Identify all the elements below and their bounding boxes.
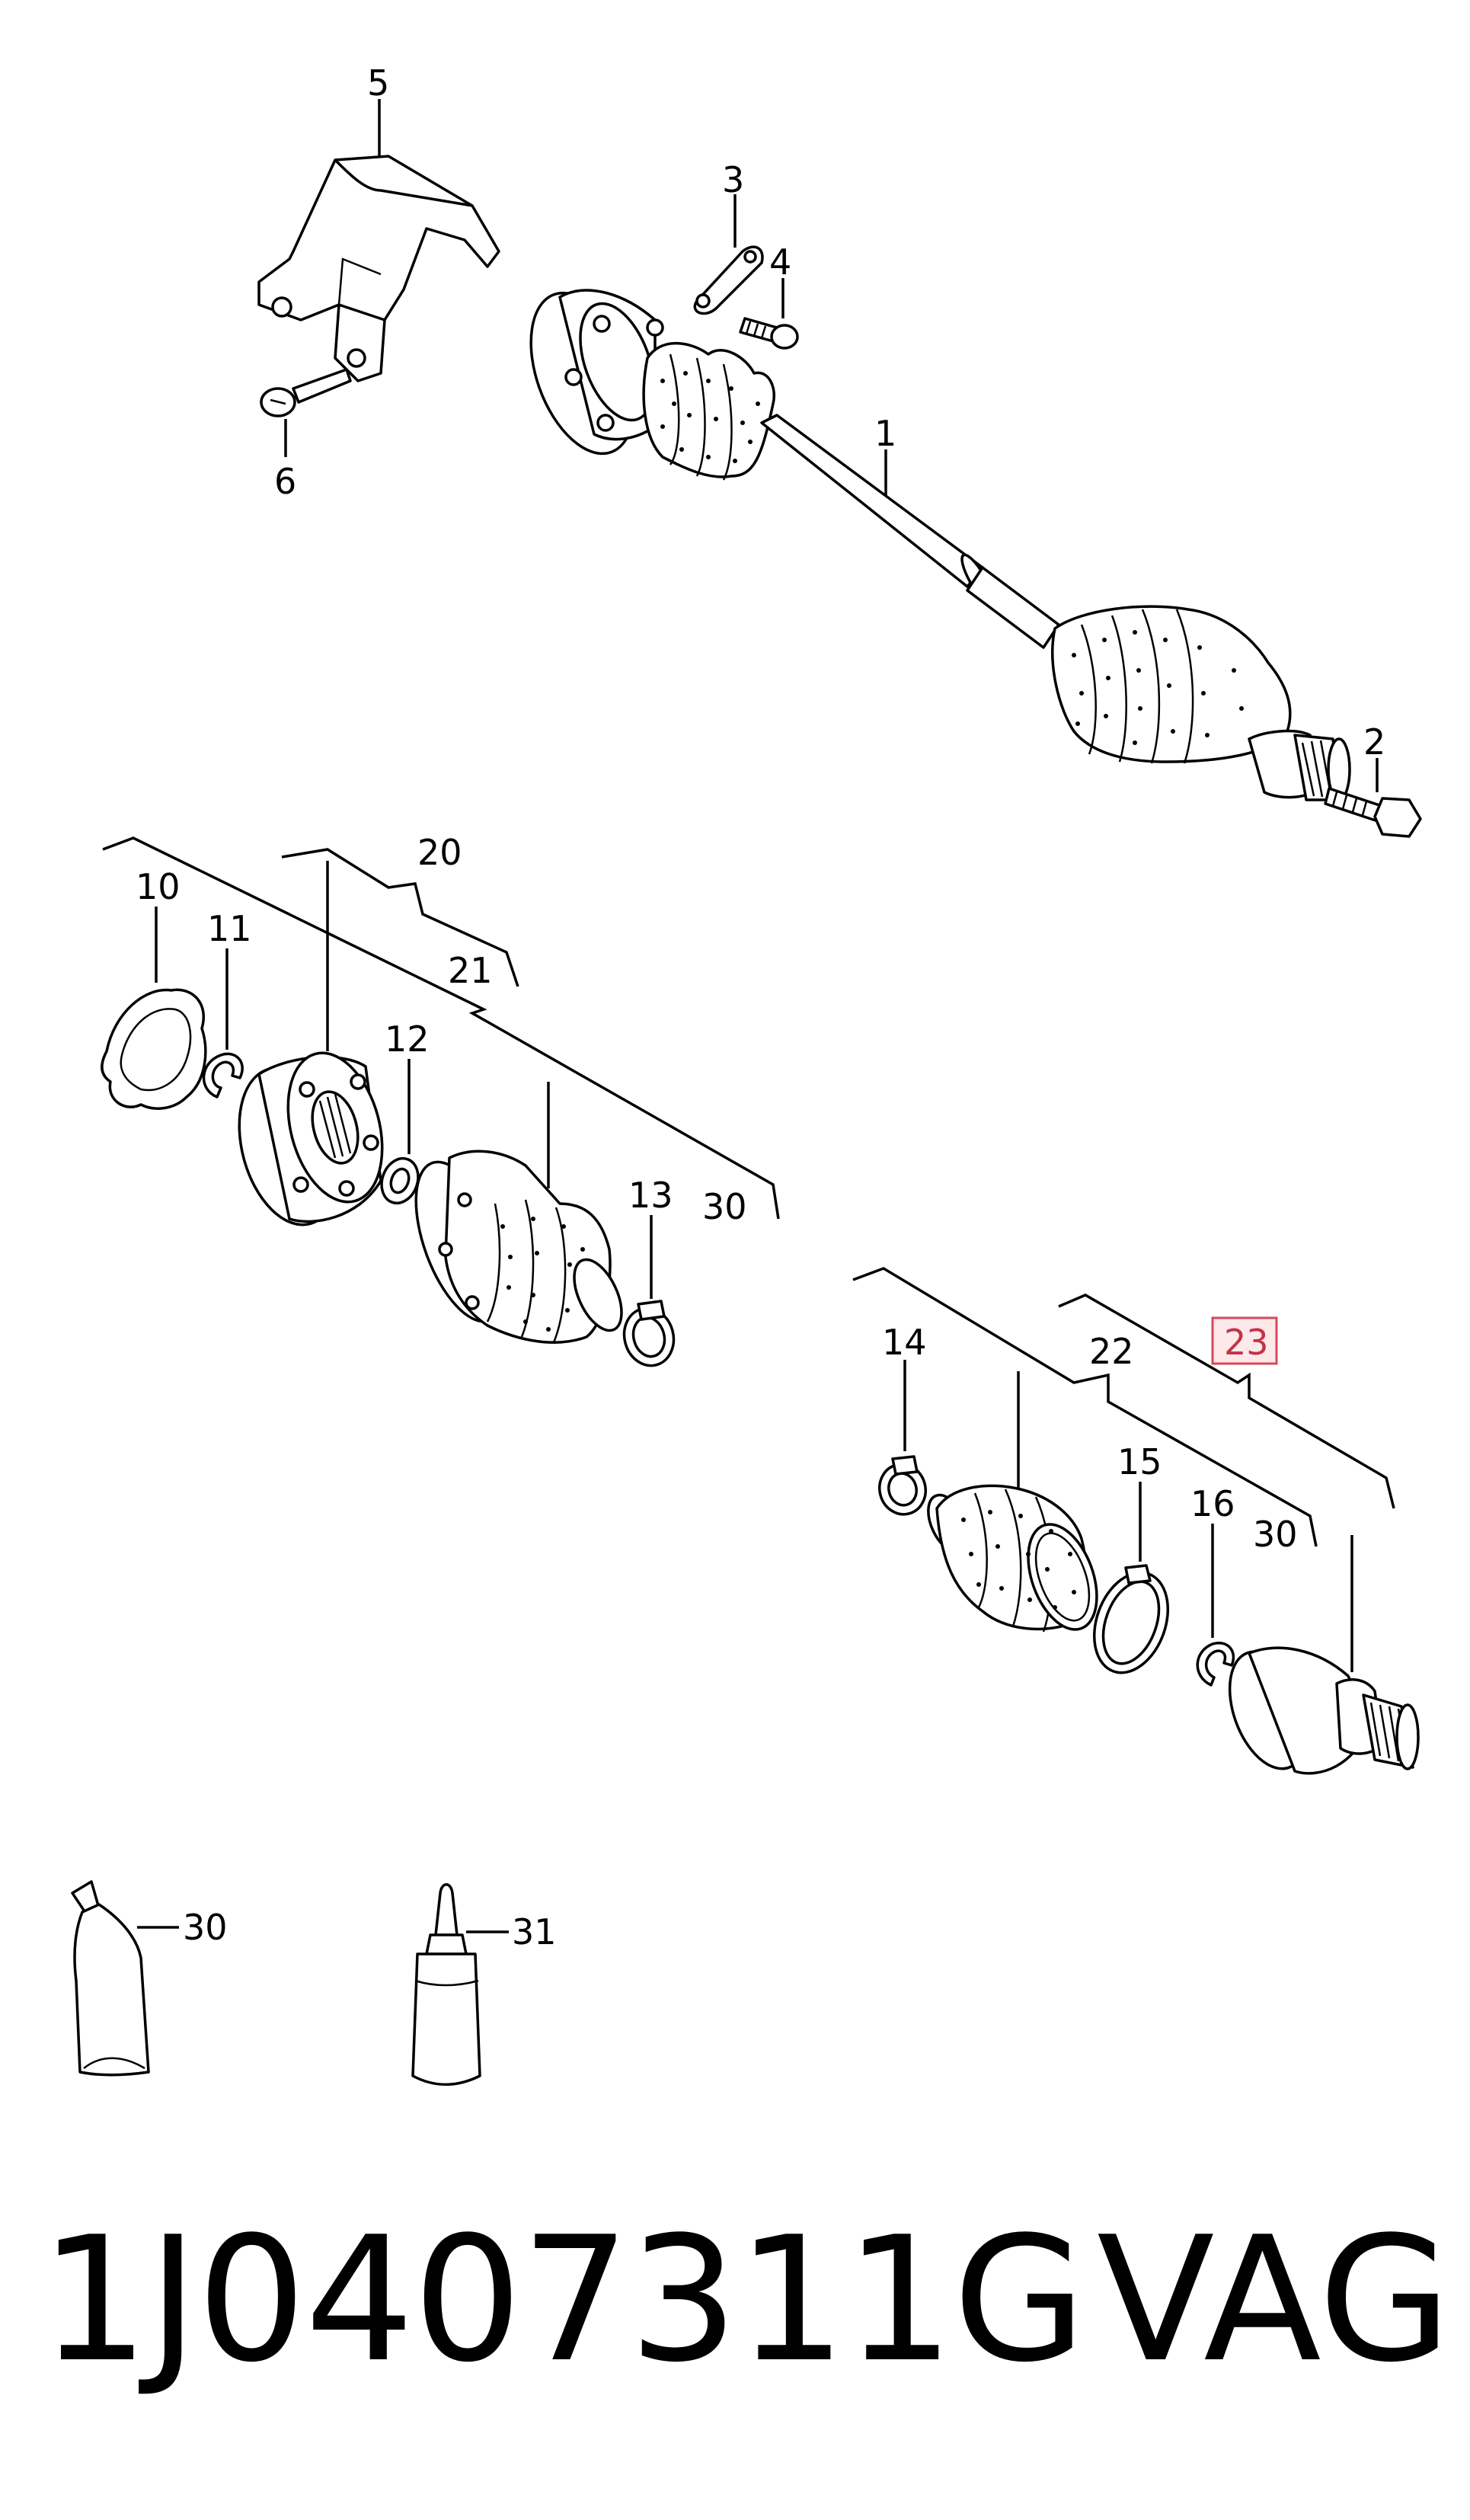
gasket-part-10 [101, 988, 207, 1110]
callout-11: 11 [207, 908, 252, 949]
clamp-part-13 [622, 1300, 676, 1367]
callout-30-grease: 30 [183, 1907, 228, 1948]
boot-texture-dots [660, 371, 1244, 745]
callout-2: 2 [1363, 721, 1385, 763]
callout-22: 22 [1089, 1331, 1134, 1372]
sealant-bottle-part-31 [411, 1883, 481, 2086]
clamp-ring-part-15 [1092, 1564, 1170, 1674]
kit-bracket-lines-right [852, 1267, 1395, 1672]
lock-plate-part-3 [693, 245, 764, 315]
callout-16: 16 [1190, 1483, 1235, 1524]
circlip-part-11 [202, 1052, 244, 1099]
outer-boot-part-22 [927, 1484, 1098, 1633]
callout-12: 12 [385, 1019, 430, 1060]
callout-23: 23 [1224, 1322, 1269, 1363]
bolt-part-2 [1324, 787, 1422, 838]
callout-6: 6 [274, 461, 296, 502]
grease-tube-part-30 [71, 1880, 150, 2077]
callout-20: 20 [417, 832, 462, 873]
bolt-part-6 [260, 368, 352, 417]
callout-10: 10 [136, 866, 181, 907]
exploded-parts-diagram: 5 6 3 4 [71, 62, 1422, 2086]
callout-23-highlight: 23 [1211, 1316, 1278, 1365]
callout-15: 15 [1117, 1441, 1162, 1482]
outer-cv-joint-part-23 [1228, 1646, 1420, 1775]
callout-30-kit-b: 30 [1253, 1514, 1298, 1555]
callout-21: 21 [448, 950, 493, 991]
cv-joint-part-20 [238, 1051, 384, 1226]
washer-part-12 [380, 1156, 420, 1205]
callout-13: 13 [628, 1175, 673, 1216]
callout-5: 5 [367, 62, 389, 104]
clamp-part-14 [878, 1455, 927, 1516]
callout-31: 31 [512, 1911, 557, 1952]
inner-boot-part-21 [414, 1150, 623, 1344]
callout-4: 4 [769, 241, 791, 283]
callout-30-kit-a: 30 [702, 1186, 747, 1227]
callout-1: 1 [874, 413, 896, 454]
kit-bracket-lines-left [102, 836, 780, 1220]
heat-shield-part [257, 155, 500, 382]
callout-14: 14 [882, 1322, 927, 1363]
callout-3: 3 [722, 159, 744, 200]
bolt-part-4 [739, 317, 799, 350]
part-number-text: 1J0407311G [40, 2200, 1086, 2400]
brand-text: VAG [1097, 2200, 1452, 2400]
drive-shaft-assembly-part-1 [529, 289, 1351, 801]
circlip-part-16 [1196, 1641, 1235, 1687]
